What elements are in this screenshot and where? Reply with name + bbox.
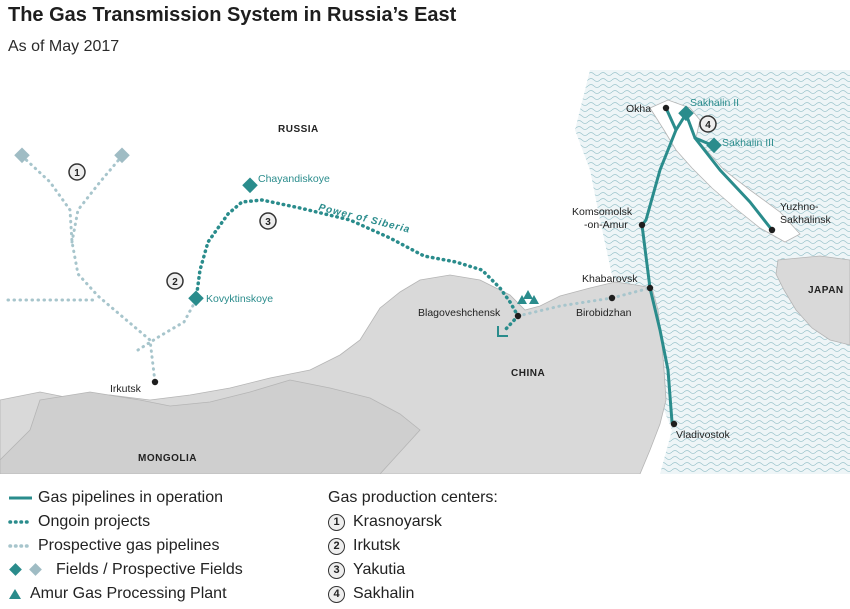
legend-label-fields: Fields / Prospective Fields [56, 561, 243, 578]
label-sakhalin3: Sakhalin III [722, 137, 774, 149]
page-subtitle: As of May 2017 [8, 38, 120, 55]
legend-center-2: 2 Irkutsk [328, 534, 498, 558]
legend-center-label-4: Sakhalin [353, 585, 415, 602]
marker-3: 3 [259, 212, 277, 230]
legend-centers-title: Gas production centers: [328, 489, 498, 506]
label-sakhalin2: Sakhalin II [690, 97, 739, 109]
legend-row-fields: Fields / Prospective Fields [8, 558, 243, 582]
legend-center-3: 3 Yakutia [328, 558, 498, 582]
label-chayandiskoye: Chayandiskoye [258, 173, 330, 185]
triangle-icon [8, 587, 26, 601]
marker-icon-4: 4 [328, 585, 345, 603]
legend-left: Gas pipelines in operation Ongoin projec… [8, 486, 243, 606]
ongoing-pipelines [194, 198, 520, 332]
diamond-icon [8, 563, 52, 577]
mongolia-land [0, 379, 421, 474]
page-title: The Gas Transmission System in Russia’s … [8, 4, 457, 26]
svg-text:3: 3 [265, 217, 271, 228]
marker-1: 1 [68, 163, 86, 181]
legend-center-label-1: Krasnoyarsk [353, 513, 442, 530]
label-okha: Okha [626, 103, 651, 115]
label-vladivostok: Vladivostok [676, 429, 730, 441]
field-prospective-2 [114, 147, 130, 164]
legend-row-ongoing: Ongoin projects [8, 510, 243, 534]
sakhalin-island [649, 99, 801, 243]
dotted-line-icon [8, 515, 34, 529]
label-yuzhno-2: Sakhalinsk [780, 214, 832, 226]
label-irkutsk: Irkutsk [110, 383, 142, 395]
legend-label-plant: Amur Gas Processing Plant [30, 585, 227, 602]
label-mongolia: MONGOLIA [138, 453, 197, 464]
label-japan: JAPAN [808, 285, 844, 296]
label-kovyktinskoye: Kovyktinskoye [206, 293, 273, 305]
label-khabarovsk: Khabarovsk [582, 273, 638, 285]
svg-text:1: 1 [74, 168, 80, 179]
sea-texture [575, 70, 850, 474]
label-yuzhno-1: Yuzhno- [780, 201, 819, 213]
legend-row-prospective: Prospective gas pipelines [8, 534, 243, 558]
label-komsomolsk-2: -on-Amur [584, 219, 628, 231]
field-prospective-1 [14, 147, 30, 164]
legend-label-ongoing: Ongoin projects [38, 513, 151, 530]
legend-center-label-2: Irkutsk [353, 537, 401, 554]
amur-plant-icon-1 [523, 290, 533, 299]
legend-row-plant: Amur Gas Processing Plant [8, 582, 243, 606]
field-chayandiskoye [242, 177, 258, 194]
city-dot-yuzhno [768, 226, 776, 234]
label-china: CHINA [511, 368, 545, 379]
legend-center-1: 1 Krasnoyarsk [328, 510, 498, 534]
svg-text:4: 4 [705, 120, 711, 131]
city-dot-birobidzhan [608, 294, 616, 302]
city-dot-blagoveshchensk [514, 312, 522, 320]
label-power-of-siberia: Power of Siberia [317, 202, 411, 236]
legend-center-label-3: Yakutia [353, 561, 406, 578]
city-dot-okha [662, 104, 670, 112]
marker-4: 4 [699, 115, 717, 133]
map[interactable]: RUSSIA CHINA MONGOLIA JAPAN Power of Sib… [0, 70, 850, 474]
marker-icon-2: 2 [328, 537, 345, 555]
legend-right: Gas production centers: 1 Krasnoyarsk 2 Ir… [328, 486, 498, 606]
city-dot-vladivostok [670, 420, 678, 428]
marker-icon-1: 1 [328, 513, 345, 531]
prospective-pipelines [6, 154, 652, 384]
japan-land [775, 255, 850, 346]
city-dot-khabarovsk [646, 284, 654, 292]
legend-label-operation: Gas pipelines in operation [38, 489, 224, 506]
label-komsomolsk: Komsomolsk [572, 206, 633, 218]
label-blagoveshchensk: Blagoveshchensk [418, 307, 501, 319]
legend-row-operation: Gas pipelines in operation [8, 486, 243, 510]
amur-plant-icon-3 [529, 295, 539, 304]
legend-label-prospective: Prospective gas pipelines [38, 537, 220, 554]
light-dotted-line-icon [8, 539, 34, 553]
svg-text:2: 2 [172, 277, 178, 288]
city-dot-komsomolsk [638, 221, 646, 229]
field-kovyktinskoye [188, 290, 204, 307]
marker-2: 2 [166, 272, 184, 290]
solid-line-icon [8, 491, 34, 505]
label-russia: RUSSIA [278, 124, 319, 135]
marker-icon-3: 3 [328, 561, 345, 579]
label-birobidzhan: Birobidzhan [576, 307, 632, 319]
ongoing-arrow [497, 326, 508, 337]
city-dot-irkutsk [151, 378, 159, 386]
amur-plant-icon-2 [517, 295, 527, 304]
legend-center-4: 4 Sakhalin [328, 582, 498, 606]
